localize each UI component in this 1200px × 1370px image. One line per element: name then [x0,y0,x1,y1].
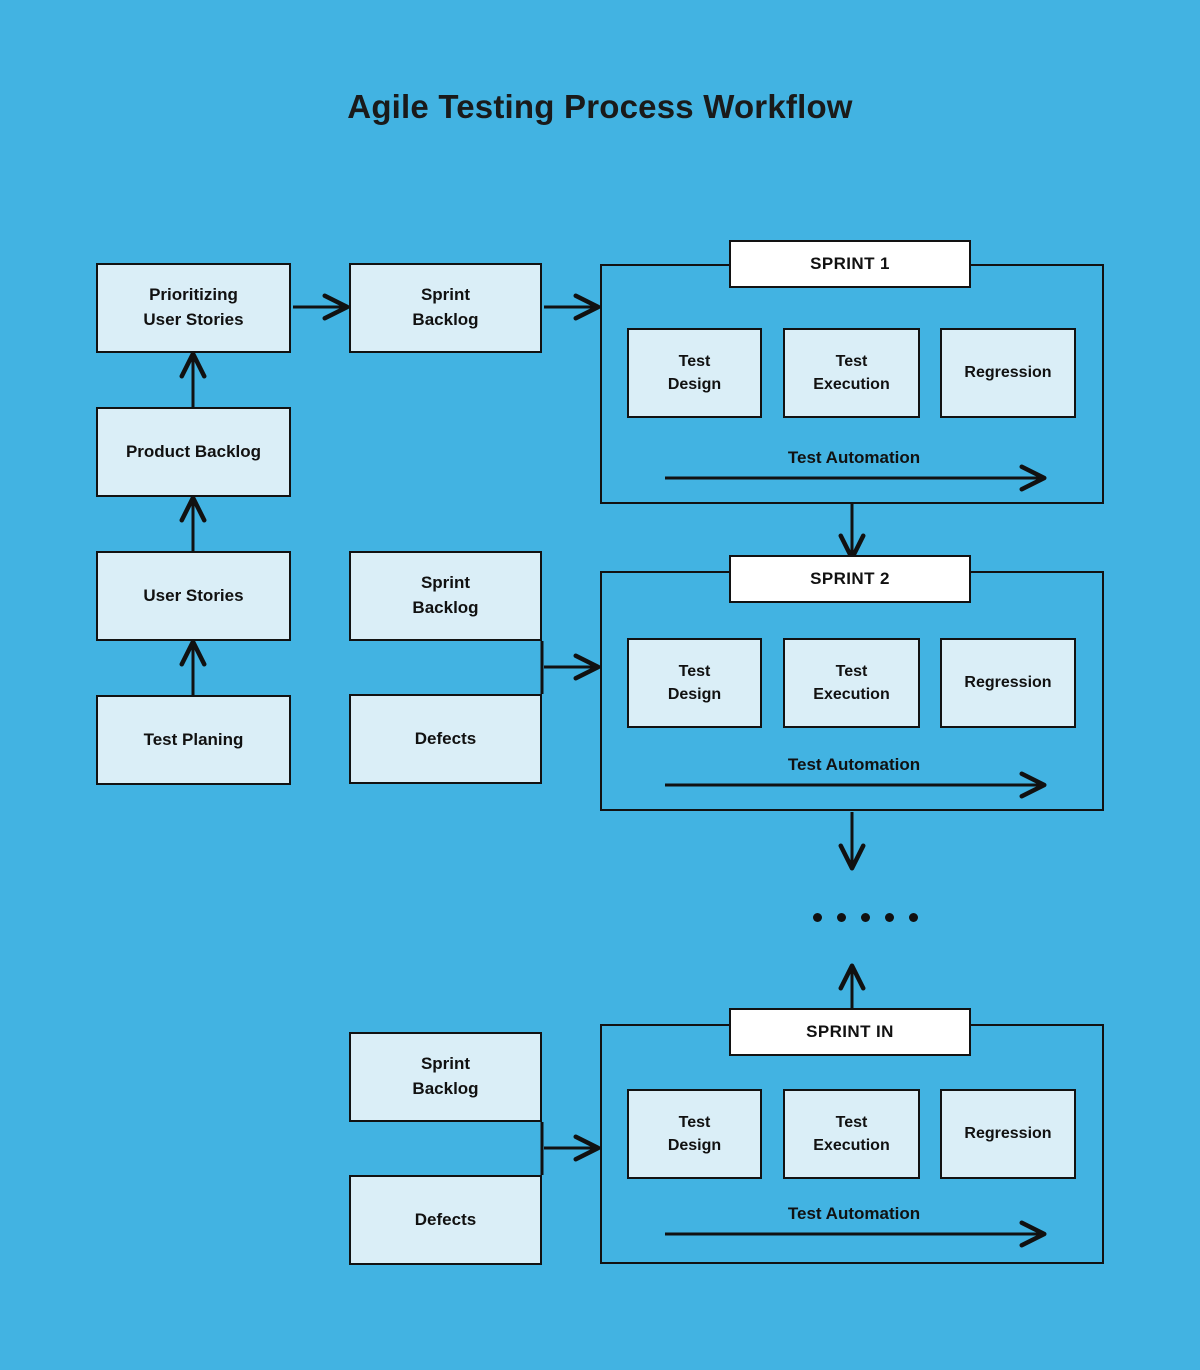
ellipsis-dot [813,913,822,922]
sprint2-activity-regression[interactable]: Regression [940,638,1076,728]
node-defects-3[interactable]: Defects [349,1175,542,1265]
sprintin-activity-regression[interactable]: Regression [940,1089,1076,1179]
sprintin-activity-test-design[interactable]: Test Design [627,1089,762,1179]
node-prioritizing-user-stories[interactable]: Prioritizing User Stories [96,263,291,353]
sprintin-test-automation-label: Test Automation [787,1204,921,1223]
sprint2-activity-test-execution[interactable]: Test Execution [783,638,920,728]
node-test-planing[interactable]: Test Planing [96,695,291,785]
sprint-tab-2[interactable]: SPRINT 2 [729,555,971,603]
sprint1-activity-test-execution[interactable]: Test Execution [783,328,920,418]
sprint-continuation-ellipsis [813,913,918,922]
sprint1-activity-regression[interactable]: Regression [940,328,1076,418]
page-title: Agile Testing Process Workflow [347,88,853,125]
sprintin-activity-test-execution[interactable]: Test Execution [783,1089,920,1179]
node-user-stories[interactable]: User Stories [96,551,291,641]
node-defects-2[interactable]: Defects [349,694,542,784]
ellipsis-dot [909,913,918,922]
ellipsis-dot [885,913,894,922]
sprint1-activity-test-design[interactable]: Test Design [627,328,762,418]
node-sprint-backlog-3[interactable]: Sprint Backlog [349,1032,542,1122]
sprint2-test-automation-label: Test Automation [787,755,921,774]
sprint-tab-1[interactable]: SPRINT 1 [729,240,971,288]
ellipsis-dot [837,913,846,922]
ellipsis-dot [861,913,870,922]
sprint1-test-automation-label: Test Automation [787,448,921,467]
sprint-tab-in[interactable]: SPRINT IN [729,1008,971,1056]
node-sprint-backlog-2[interactable]: Sprint Backlog [349,551,542,641]
sprint2-activity-test-design[interactable]: Test Design [627,638,762,728]
node-product-backlog[interactable]: Product Backlog [96,407,291,497]
node-sprint-backlog-1[interactable]: Sprint Backlog [349,263,542,353]
